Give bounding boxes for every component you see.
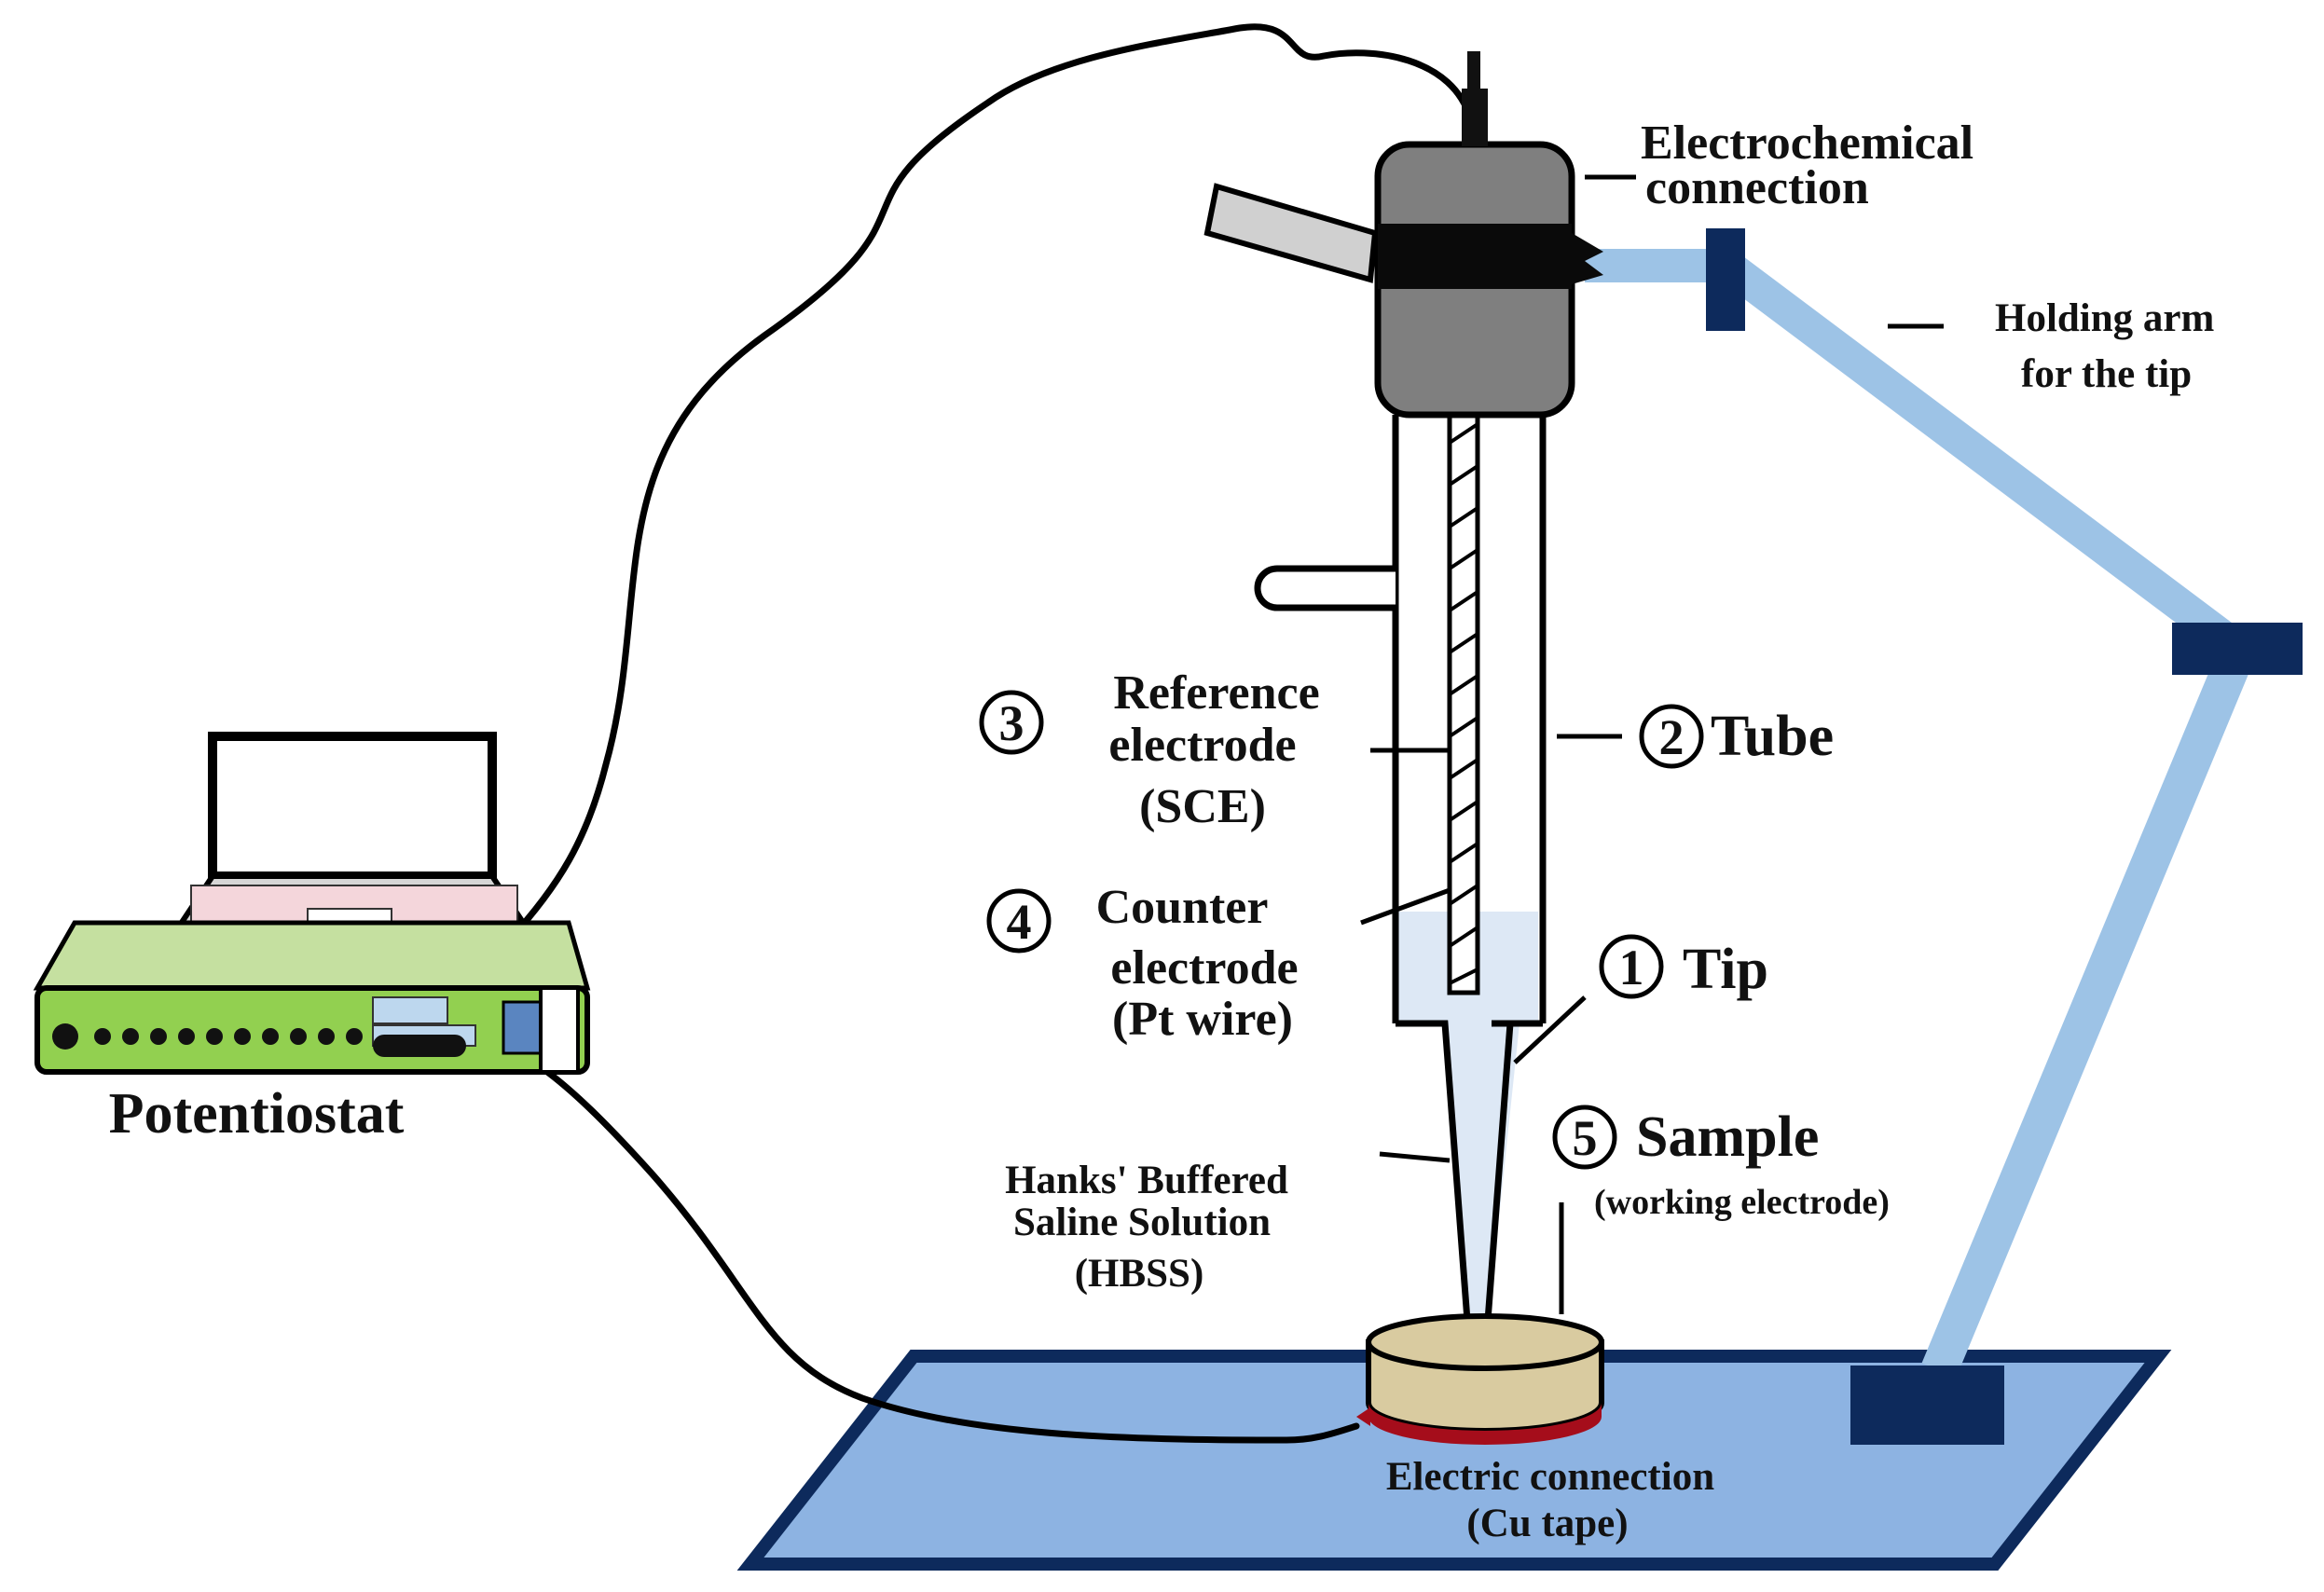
electrochemical-head [1203, 51, 1603, 419]
cable-sample [462, 1031, 1360, 1444]
circle-4 [986, 888, 1052, 954]
side-handle [1203, 183, 1379, 283]
number-circles [979, 690, 1704, 1170]
holding-arm-label-1: Holding arm [1995, 296, 2215, 340]
leader-lines [1360, 174, 1944, 1314]
arm-foot [1850, 1366, 2004, 1445]
tip-number: 1 [1619, 940, 1644, 995]
circle-2 [1639, 704, 1704, 769]
reference-number: 3 [999, 695, 1024, 751]
sample-number: 5 [1573, 1110, 1598, 1166]
sample-label: Sample [1636, 1105, 1819, 1169]
arm-clamp-mid [2172, 623, 2303, 675]
electrochemical-connection-label-1: Electrochemical [1641, 117, 1973, 170]
sample-disc [1356, 1313, 1604, 1445]
circle-3 [979, 690, 1044, 755]
text-labels: Potentiostat Electrochemical connection … [109, 117, 2215, 1545]
counter-label-2: electrode [1110, 941, 1298, 995]
cable-head [504, 23, 1475, 945]
arm-clamp-top [1706, 228, 1745, 331]
hbss-label-1: Hanks' Buffered [1005, 1159, 1288, 1202]
tip-label: Tip [1683, 938, 1768, 1001]
circle-1 [1599, 934, 1664, 999]
circle-5 [1552, 1105, 1617, 1170]
tube-number: 2 [1659, 709, 1685, 765]
base-plate [736, 1350, 2172, 1571]
counter-label-3: (Pt wire) [1112, 993, 1293, 1046]
electric-connection-label-2: (Cu tape) [1466, 1502, 1628, 1545]
tube-label: Tube [1711, 705, 1834, 768]
hbss-label-2: Saline Solution [1013, 1201, 1271, 1244]
counter-number: 4 [1007, 894, 1032, 950]
holding-arm [1585, 228, 2303, 1445]
counter-label-1: Counter [1096, 881, 1269, 934]
tube-side-port [1254, 565, 1396, 611]
reference-label-1: Reference [1113, 666, 1319, 720]
potentiostat-device [33, 920, 591, 1075]
reference-electrode [1447, 412, 1480, 995]
laptop [160, 732, 544, 949]
potentiostat-port [373, 1035, 466, 1057]
holding-arm-label-2: for the tip [2021, 352, 2192, 396]
electric-connection-label-1: Electric connection [1386, 1455, 1714, 1499]
reference-label-3: (SCE) [1139, 780, 1266, 833]
solution-fill [1394, 912, 1538, 1333]
head-band [1378, 224, 1572, 289]
tube [1254, 415, 1547, 1027]
hbss-label-3: (HBSS) [1075, 1252, 1204, 1296]
potentiostat-label: Potentiostat [109, 1082, 405, 1146]
electrochemical-connection-label-2: connection [1645, 161, 1869, 214]
cu-tape [1368, 1403, 1602, 1445]
reference-label-2: electrode [1108, 719, 1296, 772]
cables [462, 23, 1475, 1444]
sample-sub-label: (working electrode) [1594, 1183, 1890, 1222]
head-connector [1462, 89, 1488, 146]
